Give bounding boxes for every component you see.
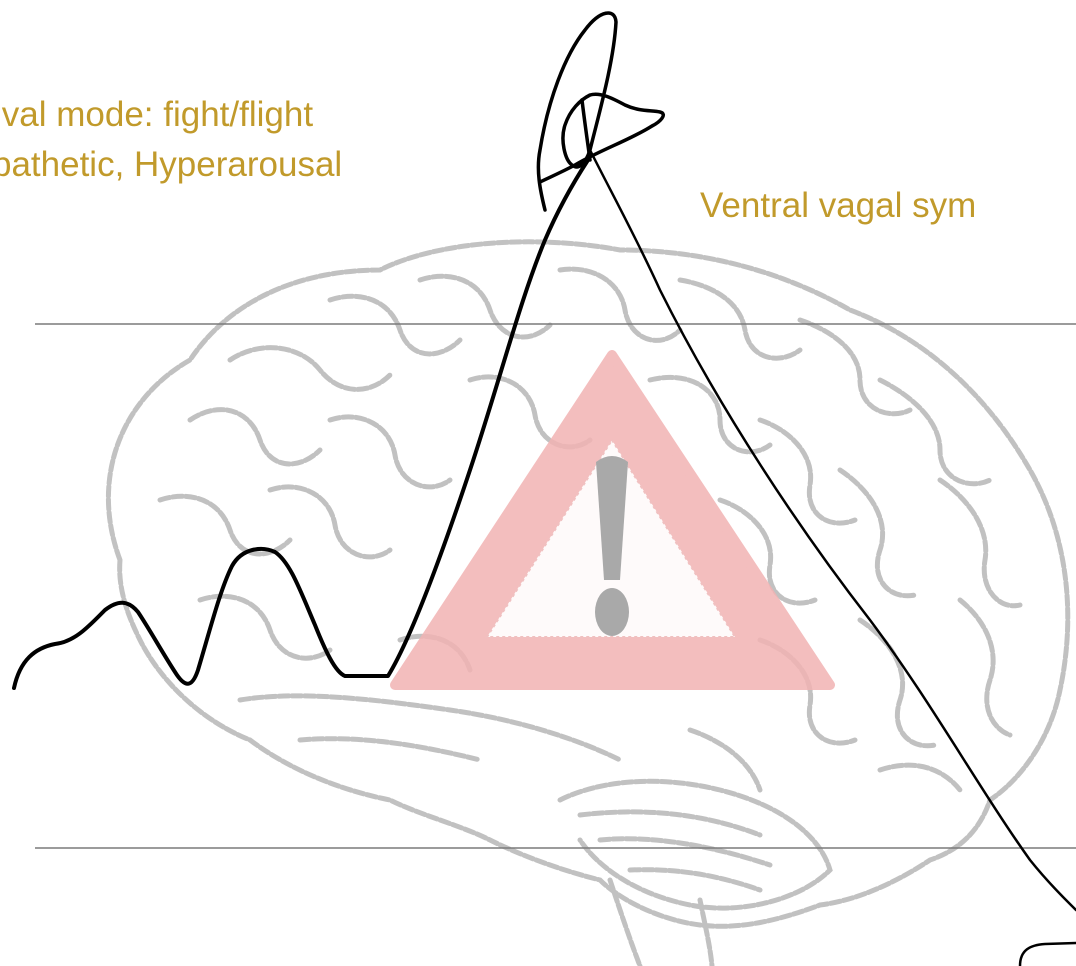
warning-triangle-icon: [395, 355, 830, 685]
label-survival-mode: ival mode: fight/flight: [0, 93, 313, 137]
label-sympathetic-hyperarousal: pathetic, Hyperarousal: [0, 143, 342, 187]
label-ventral-vagal: Ventral vagal sym: [700, 184, 976, 228]
